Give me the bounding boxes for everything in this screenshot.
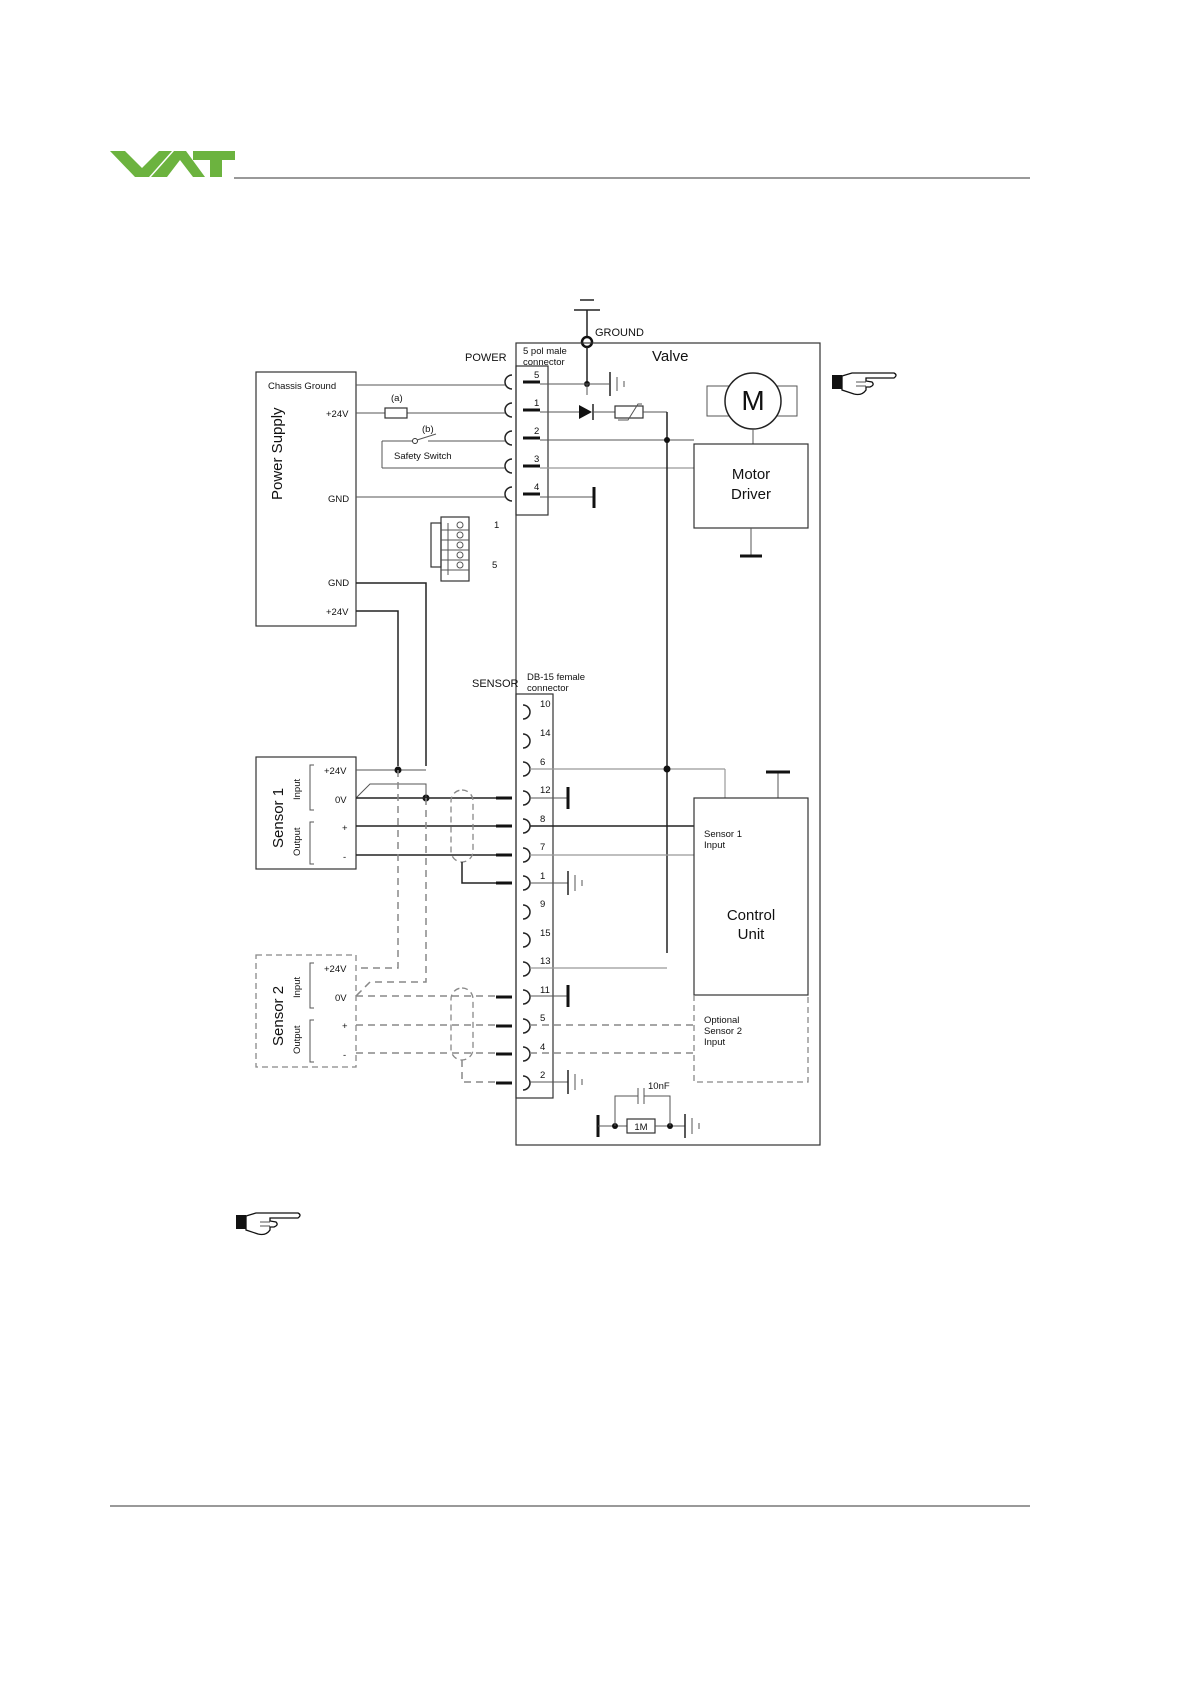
power-pin-contacts xyxy=(504,374,540,502)
sensor1-pin-minus: - xyxy=(343,852,346,863)
sensor2-wires xyxy=(355,770,496,1083)
sensor-connector-label-2: connector xyxy=(527,683,569,694)
power-connector-label-2: connector xyxy=(523,357,565,368)
control-unit-ground xyxy=(766,770,790,798)
power-pin-4: 4 xyxy=(534,482,539,493)
pointing-hand-icon xyxy=(832,372,897,396)
power-pin-2: 2 xyxy=(534,426,539,437)
control-unit-box xyxy=(693,797,809,996)
optional-sensor2-input-box xyxy=(693,995,809,1083)
power-wires xyxy=(356,384,505,766)
sensor-pin-6: 6 xyxy=(540,757,545,768)
sensor-pin-contacts xyxy=(496,704,531,1091)
ps-pin-24v-2: +24V xyxy=(326,607,349,618)
sensor-pin-14: 14 xyxy=(540,728,551,739)
sensor2-title: Sensor 2 xyxy=(270,986,287,1046)
sensor1-title: Sensor 1 xyxy=(270,788,287,848)
motor-label: M xyxy=(741,385,764,416)
rc-network xyxy=(596,1088,700,1138)
sensor1-pin-plus: + xyxy=(342,823,348,834)
internal-power-circuit xyxy=(540,372,694,953)
sensor-pin-1: 1 xyxy=(540,871,545,882)
ps-pin-chassis-ground: Chassis Ground xyxy=(268,381,336,392)
valve-label: Valve xyxy=(652,348,688,365)
plug-pin-5: 5 xyxy=(492,560,497,571)
fuse xyxy=(384,407,408,419)
sensor-pin-numbers: 10 14 6 12 8 7 1 9 15 13 11 5 4 2 xyxy=(540,699,551,1081)
sensor-connector xyxy=(515,693,554,1099)
sensor-pin-5: 5 xyxy=(540,1013,545,1024)
sensor2-input-label: Input xyxy=(292,977,303,998)
sensor-pin-7: 7 xyxy=(540,842,545,853)
sensor1-output-label: Output xyxy=(292,827,303,856)
sensor-pin-11: 11 xyxy=(540,985,550,996)
capacitor-label: 10nF xyxy=(648,1081,670,1092)
vat-logo xyxy=(110,151,235,177)
power-pin-1: 1 xyxy=(534,398,539,409)
sensor1-input-label: Input xyxy=(292,779,303,800)
sensor2-pin-minus: - xyxy=(343,1050,346,1061)
sensor2-pin-24v: +24V xyxy=(324,964,347,975)
ps-pin-gnd-2: GND xyxy=(328,578,349,589)
sensor2-output-label: Output xyxy=(292,1025,303,1054)
motor-driver-line-2: Driver xyxy=(731,486,771,503)
sensor-pin-13: 13 xyxy=(540,956,551,967)
plug-icon xyxy=(430,516,470,582)
fuse-label: (a) xyxy=(391,393,403,404)
power-pin-3: 3 xyxy=(534,454,539,465)
sensor-pin-9: 9 xyxy=(540,899,545,910)
sensor1-input-label-2: Input xyxy=(704,840,725,851)
power-supply-title: Power Supply xyxy=(269,407,286,500)
ps-pin-24v: +24V xyxy=(326,409,349,420)
motor-driver-ground xyxy=(740,528,762,558)
sensor1-pin-0v: 0V xyxy=(335,795,347,806)
pointing-hand-icon xyxy=(236,1212,301,1236)
sensor-pin-4: 4 xyxy=(540,1042,545,1053)
sensor-pin-15: 15 xyxy=(540,928,551,939)
switch-label: (b) xyxy=(422,424,434,435)
sensor-pin-10: 10 xyxy=(540,699,551,710)
sensor-label: SENSOR xyxy=(472,678,519,690)
power-supply-box xyxy=(255,371,357,627)
sensor2-box xyxy=(255,954,357,1068)
control-unit-line-1: Control xyxy=(727,907,775,924)
control-unit-line-2: Unit xyxy=(738,926,766,943)
internal-sensor-wires xyxy=(530,765,726,1094)
safety-switch xyxy=(412,433,437,444)
sensor1-box xyxy=(255,756,357,870)
power-pin-5: 5 xyxy=(534,370,539,381)
sensor1-pin-24v: +24V xyxy=(324,766,347,777)
resistor-label: 1M xyxy=(634,1122,647,1133)
plug-pin-1: 1 xyxy=(494,520,499,531)
sensor-pin-12: 12 xyxy=(540,785,551,796)
motor xyxy=(706,372,798,444)
sensor2-pin-plus: + xyxy=(342,1021,348,1032)
sensor2-input-label-1: Optional xyxy=(704,1015,739,1026)
sensor2-input-label-3: Input xyxy=(704,1037,725,1048)
sensor1-input-label-1: Sensor 1 xyxy=(704,829,742,840)
sensor2-input-label-2: Sensor 2 xyxy=(704,1026,742,1037)
power-connector-label-1: 5 pol male xyxy=(523,346,567,357)
sensor-connector-label-1: DB-15 female xyxy=(527,672,585,683)
ground-symbol xyxy=(574,299,600,387)
motor-driver-line-1: Motor xyxy=(732,466,770,483)
power-label: POWER xyxy=(465,352,507,364)
sensor-pin-8: 8 xyxy=(540,814,545,825)
ps-pin-gnd: GND xyxy=(328,494,349,505)
safety-switch-label: Safety Switch xyxy=(394,451,452,462)
sensor-pin-2: 2 xyxy=(540,1070,545,1081)
ground-label: GROUND xyxy=(595,327,644,339)
sensor2-pin-0v: 0V xyxy=(335,993,347,1004)
